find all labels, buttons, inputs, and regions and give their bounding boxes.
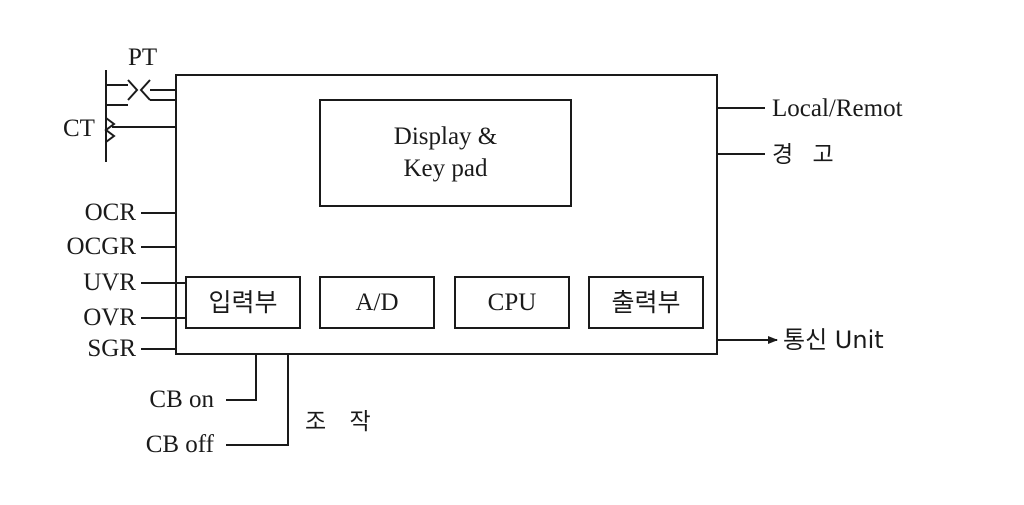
module-label-cpu: CPU [487,288,537,316]
comm-unit-text: 통신 Unit [783,326,884,354]
ct-symbol [104,117,176,143]
pt-symbol [106,79,176,106]
cb-on-label: CB on [149,386,214,413]
cb-off-line [226,354,289,446]
cpu-module-box [454,276,570,329]
comm-unit-label: 통신 Unit [783,326,884,355]
input-label-ovr: OVR [83,304,136,331]
main-unit-box [175,74,718,355]
output-module-box [588,276,704,329]
display-line-1: Display & [393,123,498,150]
cb-off-label: CB off [145,431,214,458]
display-keypad-box [319,99,572,207]
ct-label: CT [63,115,95,142]
display-keypad-label: Display & Key pad [320,100,571,206]
input-label-sgr: SGR [87,335,136,362]
alarm-label: 경 고 [772,142,840,168]
input-label-uvr: UVR [83,269,136,296]
ad-module-box [319,276,435,329]
operation-label: 조 작 [305,409,379,435]
display-line-2: Key pad [403,155,488,182]
input-label-ocgr: OCGR [66,233,136,260]
pt-label: PT [128,44,158,71]
module-label-input: 입력부 [208,287,278,317]
input-module-box [185,276,301,329]
module-label-ad: A/D [355,288,399,316]
cb-on-line [226,354,257,401]
module-label-output: 출력부 [611,287,681,317]
input-label-ocr: OCR [84,199,136,226]
local-remote-label: Local/Remot [772,95,903,122]
